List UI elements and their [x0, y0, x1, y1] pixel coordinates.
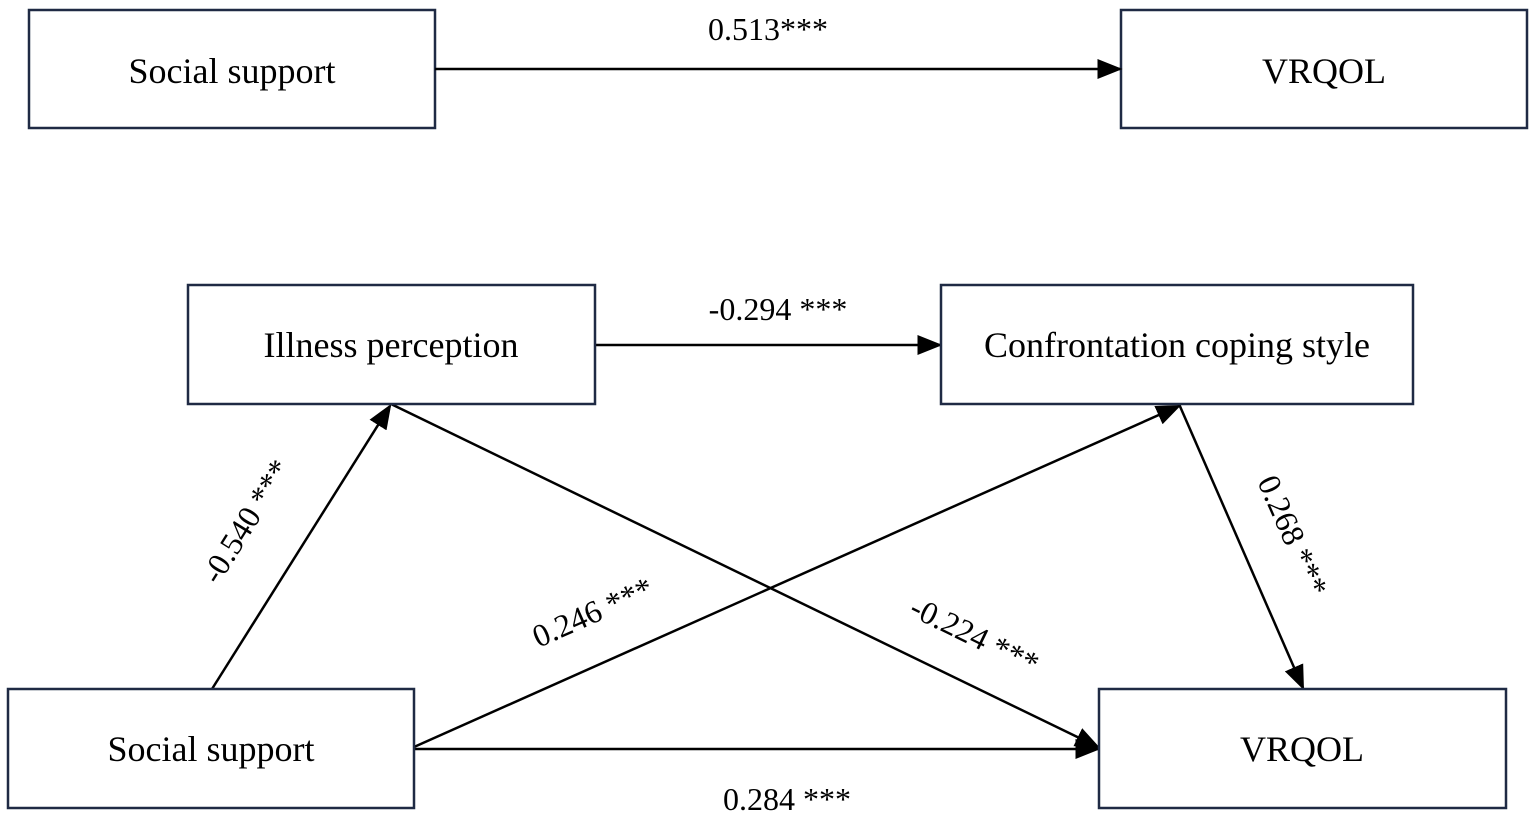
vrqol-label: VRQOL: [1240, 729, 1364, 769]
total-vrqol-label: VRQOL: [1262, 51, 1386, 91]
mediation-model: Illness perception Confrontation coping …: [6, 283, 1508, 817]
total-social-support-box: [27, 8, 437, 130]
support-to-vrqol-coefficient: 0.284 ***: [723, 781, 851, 817]
support-to-coping-coefficient: 0.246 ***: [527, 569, 659, 654]
illness-to-vrqol-arrow: [390, 402, 1101, 749]
illness-perception-node: Illness perception: [186, 283, 597, 406]
illness-perception-label: Illness perception: [264, 325, 519, 365]
total-effect-model: Social support VRQOL 0.513***: [27, 8, 1529, 130]
illness-perception-box: [186, 283, 597, 406]
total-vrqol-node: VRQOL: [1119, 8, 1529, 130]
support-to-illness-coefficient: -0.540 ***: [194, 453, 298, 590]
confrontation-coping-style-label: Confrontation coping style: [984, 325, 1370, 365]
confrontation-coping-style-box: [939, 283, 1415, 406]
total-effect-coefficient: 0.513***: [708, 11, 828, 47]
support-to-coping-arrow: [413, 404, 1182, 749]
social-support-node: Social support: [6, 687, 416, 810]
confrontation-coping-style-node: Confrontation coping style: [939, 283, 1415, 406]
total-social-support-node: Social support: [27, 8, 437, 130]
support-to-illness-arrow: [210, 403, 392, 690]
vrqol-node: VRQOL: [1097, 687, 1508, 810]
illness-to-coping-coefficient: -0.294 ***: [709, 291, 848, 327]
social-support-box: [6, 687, 416, 810]
total-vrqol-box: [1119, 8, 1529, 130]
coping-to-vrqol-coefficient: 0.268 ***: [1251, 470, 1336, 602]
illness-to-vrqol-coefficient: -0.224 ***: [905, 589, 1045, 682]
vrqol-box: [1097, 687, 1508, 810]
total-social-support-label: Social support: [129, 51, 336, 91]
social-support-label: Social support: [108, 729, 315, 769]
coping-to-vrqol-arrow: [1177, 403, 1305, 691]
